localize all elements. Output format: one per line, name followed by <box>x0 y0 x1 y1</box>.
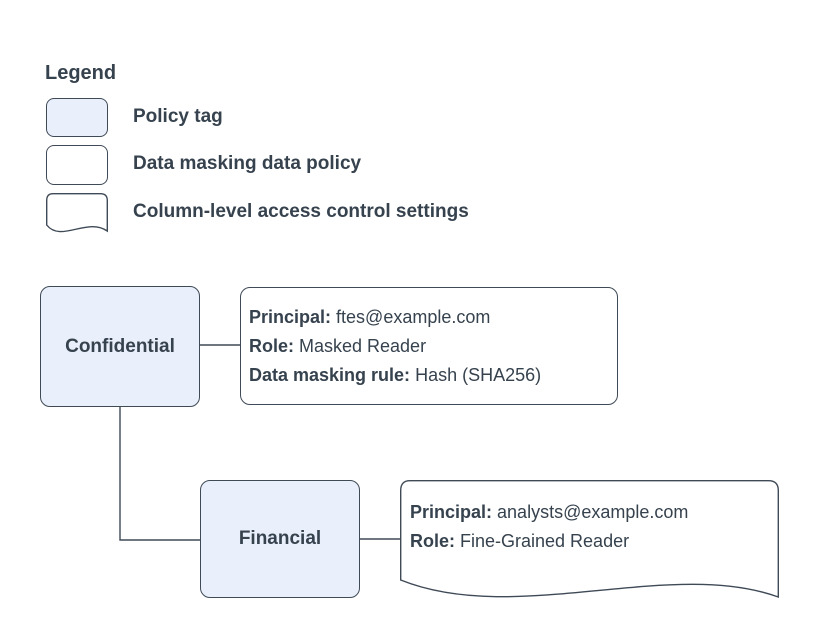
data-masking-policy-swatch <box>46 145 108 185</box>
legend-label-data-masking-policy: Data masking data policy <box>133 153 362 174</box>
policy-tag-confidential-label: Confidential <box>65 335 175 357</box>
policy-tag-swatch <box>46 98 108 137</box>
policy-tag-financial-label: Financial <box>238 528 322 549</box>
legend-title: Legend <box>45 62 117 84</box>
data-masking-policy-box: Principal: ftes@example.com Role: Masked… <box>240 287 618 405</box>
column-access-text: Principal: analysts@example.com Role: Fi… <box>410 498 770 556</box>
policy-line-value: ftes@example.com <box>331 306 491 327</box>
policy-line-label: Role: <box>249 335 294 356</box>
policy-line-label: Principal: <box>410 502 493 522</box>
policy-line-value: Fine-Grained Reader <box>455 531 630 551</box>
policy-line: Data masking rule: Hash (SHA256) <box>249 361 617 390</box>
legend-label-policy-tag: Policy tag <box>133 106 223 127</box>
column-access-shape <box>400 480 779 598</box>
policy-tag-confidential: Confidential <box>40 286 200 407</box>
policy-line-label: Role: <box>410 531 455 551</box>
policy-line: Role: Masked Reader <box>249 332 617 361</box>
policy-line: Principal: ftes@example.com <box>249 303 617 332</box>
policy-line-value: Hash (SHA256) <box>410 364 542 385</box>
policy-line: Role: Fine-Grained Reader <box>410 527 770 556</box>
policy-line-value: Masked Reader <box>294 335 427 356</box>
policy-tag-financial: Financial <box>200 480 360 598</box>
legend-label-column-access: Column-level access control settings <box>133 201 469 222</box>
policy-line: Principal: analysts@example.com <box>410 498 770 527</box>
policy-line-label: Data masking rule: <box>249 364 411 385</box>
policy-line-value: analysts@example.com <box>492 502 689 522</box>
policy-line-label: Principal: <box>249 306 332 327</box>
connector-confidential-to-financial <box>119 407 200 541</box>
column-access-swatch <box>46 193 108 233</box>
